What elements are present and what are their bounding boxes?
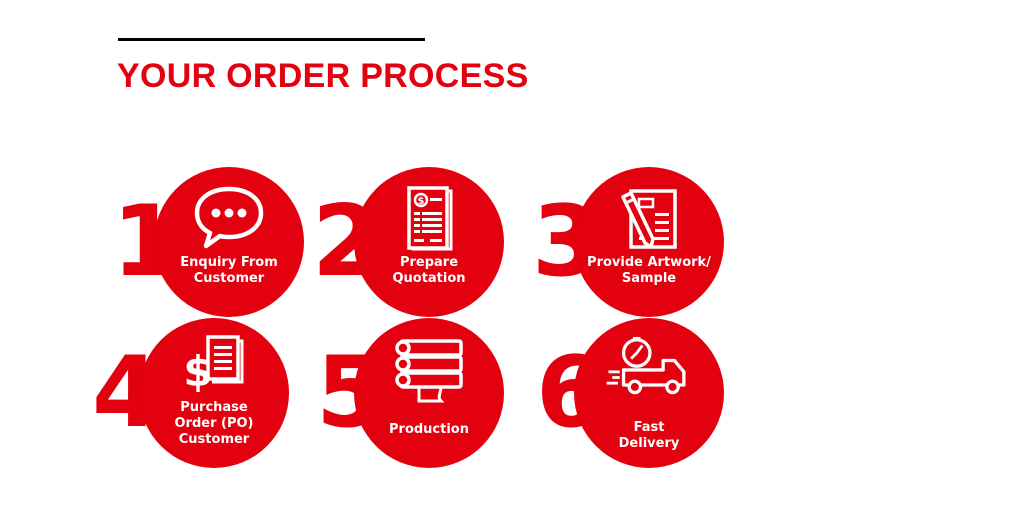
svg-text:$: $ [418, 196, 425, 207]
step-circle: $ Purchase Order (PO) Customer [139, 318, 289, 468]
step-label: Fast Delivery [618, 420, 680, 451]
step-1: 1 Enquiry From Customer [112, 167, 352, 327]
step-4: 4 $ Purchase Order (PO) Customer [92, 318, 332, 478]
title-rule [118, 38, 425, 41]
step-label: Provide Artwork/ Sample [587, 255, 711, 286]
step-label: Purchase Order (PO) Customer [174, 400, 254, 447]
fabric-rolls-icon [395, 339, 463, 403]
chat-bubble-icon [194, 186, 264, 249]
page-title: YOUR ORDER PROCESS [117, 57, 529, 95]
step-6: 6 Fast Delivery [536, 318, 776, 478]
artwork-pen-icon [621, 189, 677, 249]
step-circle: Provide Artwork/ Sample [574, 167, 724, 317]
step-label: Production [389, 422, 469, 437]
step-label: Enquiry From Customer [180, 255, 278, 286]
step-circle: Fast Delivery [574, 318, 724, 468]
step-5: 5 Production [316, 318, 556, 478]
step-3: 3 Provide Artwork/ Sample [532, 167, 772, 327]
purchase-order-icon: $ [183, 335, 244, 396]
step-2: 2 $ Prepare Quotation [312, 167, 552, 327]
step-circle: Enquiry From Customer [154, 167, 304, 317]
step-label: Prepare Quotation [392, 255, 466, 286]
svg-text:$: $ [183, 347, 212, 396]
quotation-document-icon: $ [407, 186, 453, 251]
step-circle: Production [354, 318, 504, 468]
step-circle: $ Prepare Quotation [354, 167, 504, 317]
fast-delivery-truck-icon [606, 336, 686, 395]
